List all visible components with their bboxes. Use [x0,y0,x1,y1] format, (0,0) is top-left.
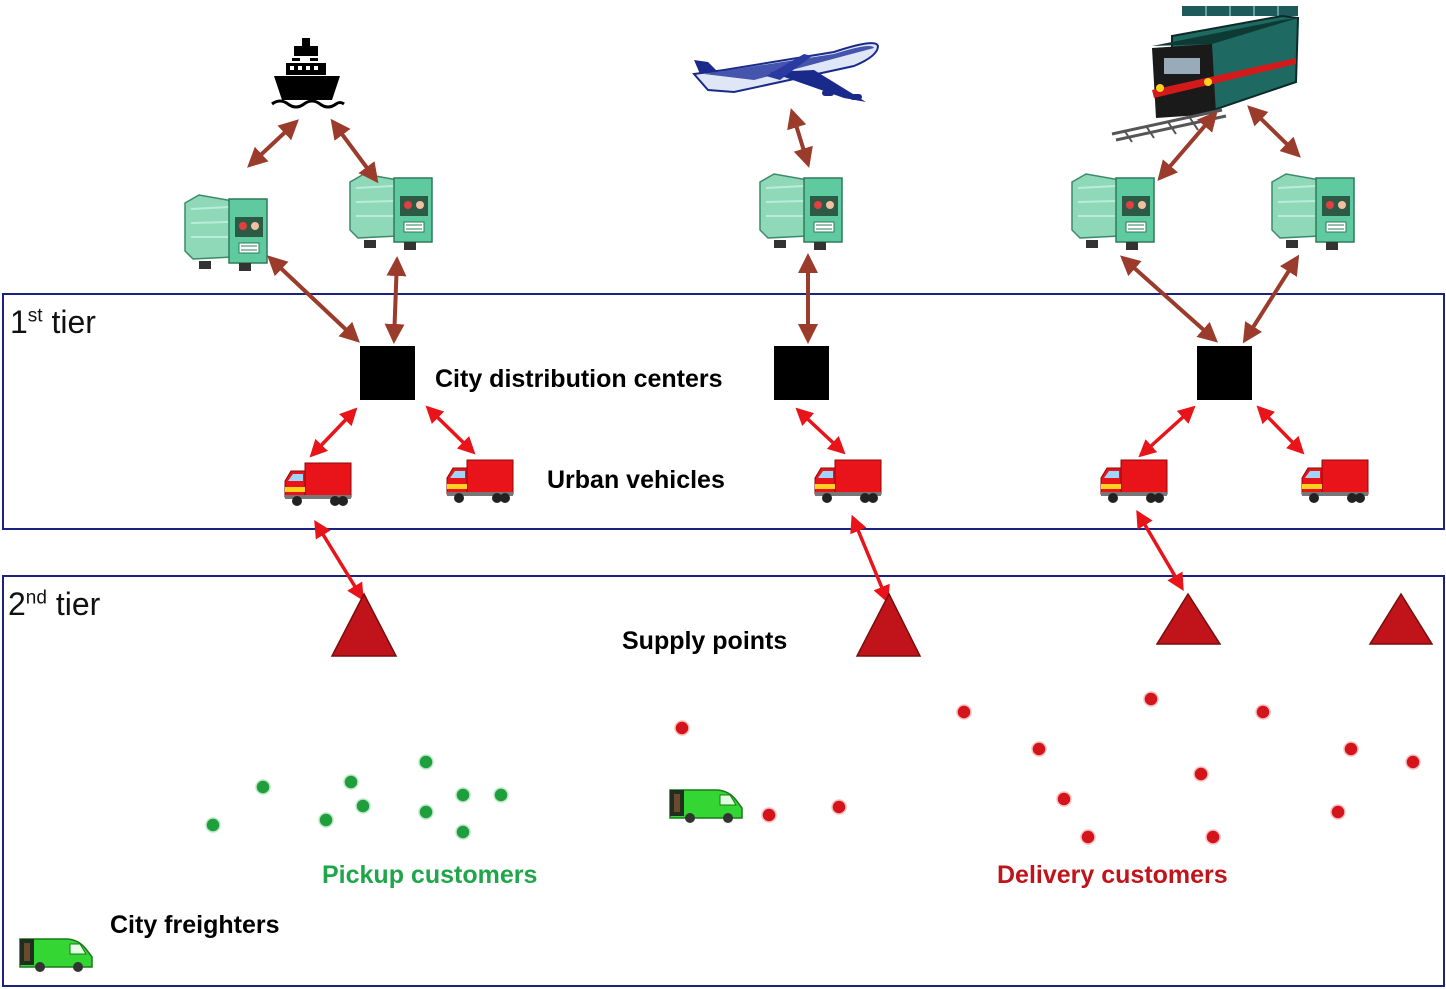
city-distribution-centers-label: City distribution centers [435,365,723,393]
pickup-customer-dot [255,779,271,795]
pickup-customer-dot [205,817,221,833]
long-haul-truck-icon [759,173,843,251]
long-haul-truck-icon [1271,173,1355,251]
delivery-customer-dot [1255,704,1271,720]
delivery-customer-dot [1080,829,1096,845]
link-arrow [267,255,360,343]
first-tier-title: 1st tier [10,304,96,341]
pickup-customer-dot [343,774,359,790]
delivery-customer-dot [956,704,972,720]
delivery-customers-label: Delivery customers [997,861,1228,889]
delivery-customer-dot [761,807,777,823]
first-tier-word: tier [51,304,96,340]
delivery-customer-dot [1031,741,1047,757]
pickup-customer-dot [493,787,509,803]
link-arrow [850,514,890,604]
delivery-customer-dot [1330,804,1346,820]
link-arrow [1157,110,1218,182]
delivery-customer-dot [831,799,847,815]
link-arrow [1120,255,1218,343]
urban-truck-icon [446,459,514,504]
link-arrow [795,407,846,455]
delivery-customer-dot [1205,829,1221,845]
delivery-customer-dot [1193,766,1209,782]
link-arrow [309,407,358,458]
city-freighter-van-icon [669,789,743,824]
link-arrow [247,119,299,168]
city-freighter-van-icon [19,938,93,973]
airplane-icon [692,42,880,102]
pickup-customer-dot [318,812,334,828]
link-arrow [330,118,379,184]
supply-point-triangle [855,592,922,657]
first-tier-box [2,293,1445,530]
urban-truck-icon [814,459,882,504]
link-arrow [1136,509,1184,592]
delivery-customer-dot [1056,791,1072,807]
pickup-customer-dot [355,798,371,814]
second-tier-suffix: nd [25,587,47,609]
second-tier-box [2,575,1445,987]
supply-points-label: Supply points [622,627,788,655]
distribution-center-square [774,346,829,400]
distribution-center-square [360,346,415,400]
city-freighters-label: City freighters [110,911,280,939]
link-arrow [1138,405,1196,458]
second-tier-number: 2 [8,586,26,622]
link-arrow [787,108,813,168]
second-tier-word: tier [55,586,101,622]
pickup-customer-dot [455,824,471,840]
long-haul-truck-icon [1071,173,1155,251]
distribution-center-square [1197,346,1252,400]
delivery-customer-dot [674,720,690,736]
delivery-customer-dot [1143,691,1159,707]
delivery-customer-dot [1405,754,1421,770]
supply-point-triangle [330,592,398,657]
pickup-customer-dot [418,804,434,820]
train-icon [1111,6,1300,143]
supply-point-triangle [1368,592,1434,645]
link-arrow [384,256,407,344]
second-tier-title: 2nd tier [8,586,100,623]
ship-icon [271,38,345,109]
urban-truck-icon [1100,459,1168,504]
first-tier-suffix: st [27,305,43,327]
supply-point-triangle [1155,592,1222,645]
urban-truck-icon [284,462,352,507]
link-arrow [1247,105,1301,158]
pickup-customers-label: Pickup customers [322,861,538,889]
link-arrow [314,520,364,601]
first-tier-number: 1 [10,304,28,340]
pickup-customer-dot [455,787,471,803]
long-haul-truck-icon [184,194,268,272]
link-arrow [1256,405,1305,455]
long-haul-truck-icon [349,173,433,251]
pickup-customer-dot [418,754,434,770]
delivery-customer-dot [1343,741,1359,757]
urban-truck-icon [1301,459,1369,504]
urban-vehicles-label: Urban vehicles [547,466,725,494]
link-arrow [1242,254,1300,344]
link-arrow [425,405,476,455]
